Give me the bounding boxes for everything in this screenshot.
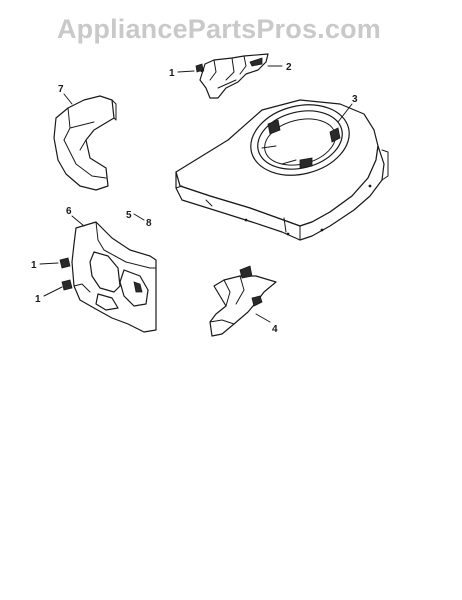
callout-6: 6 <box>66 206 72 217</box>
callout-3: 3 <box>352 94 358 105</box>
leader-7 <box>63 93 73 105</box>
leader-1a <box>177 70 195 73</box>
callout-8: 8 <box>146 218 152 229</box>
callout-1c: 1 <box>35 294 41 305</box>
part-6-side-shroud <box>71 221 157 333</box>
callout-7: 7 <box>58 84 64 95</box>
leader-3 <box>337 103 353 123</box>
part-7-baffle <box>53 95 117 191</box>
callout-1b: 1 <box>31 260 37 271</box>
part-1-screw-left-upper <box>59 257 71 269</box>
part-3-blower-housing <box>175 99 389 241</box>
part-2-bracket <box>199 53 269 99</box>
site-watermark: AppliancePartsPros.com <box>56 14 381 44</box>
part-4-lower-bracket <box>209 265 277 337</box>
callout-1a: 1 <box>169 68 175 79</box>
leader-4 <box>255 313 271 323</box>
leader-5-8 <box>133 213 145 221</box>
callout-5: 5 <box>126 210 132 221</box>
callout-4: 4 <box>272 324 278 335</box>
part-1-screw-top <box>195 63 204 73</box>
leader-6 <box>71 215 85 227</box>
callout-2: 2 <box>286 62 292 73</box>
leader-1b <box>39 262 59 265</box>
part-1-screw-left-lower <box>61 279 73 291</box>
leader-1c <box>43 286 63 297</box>
